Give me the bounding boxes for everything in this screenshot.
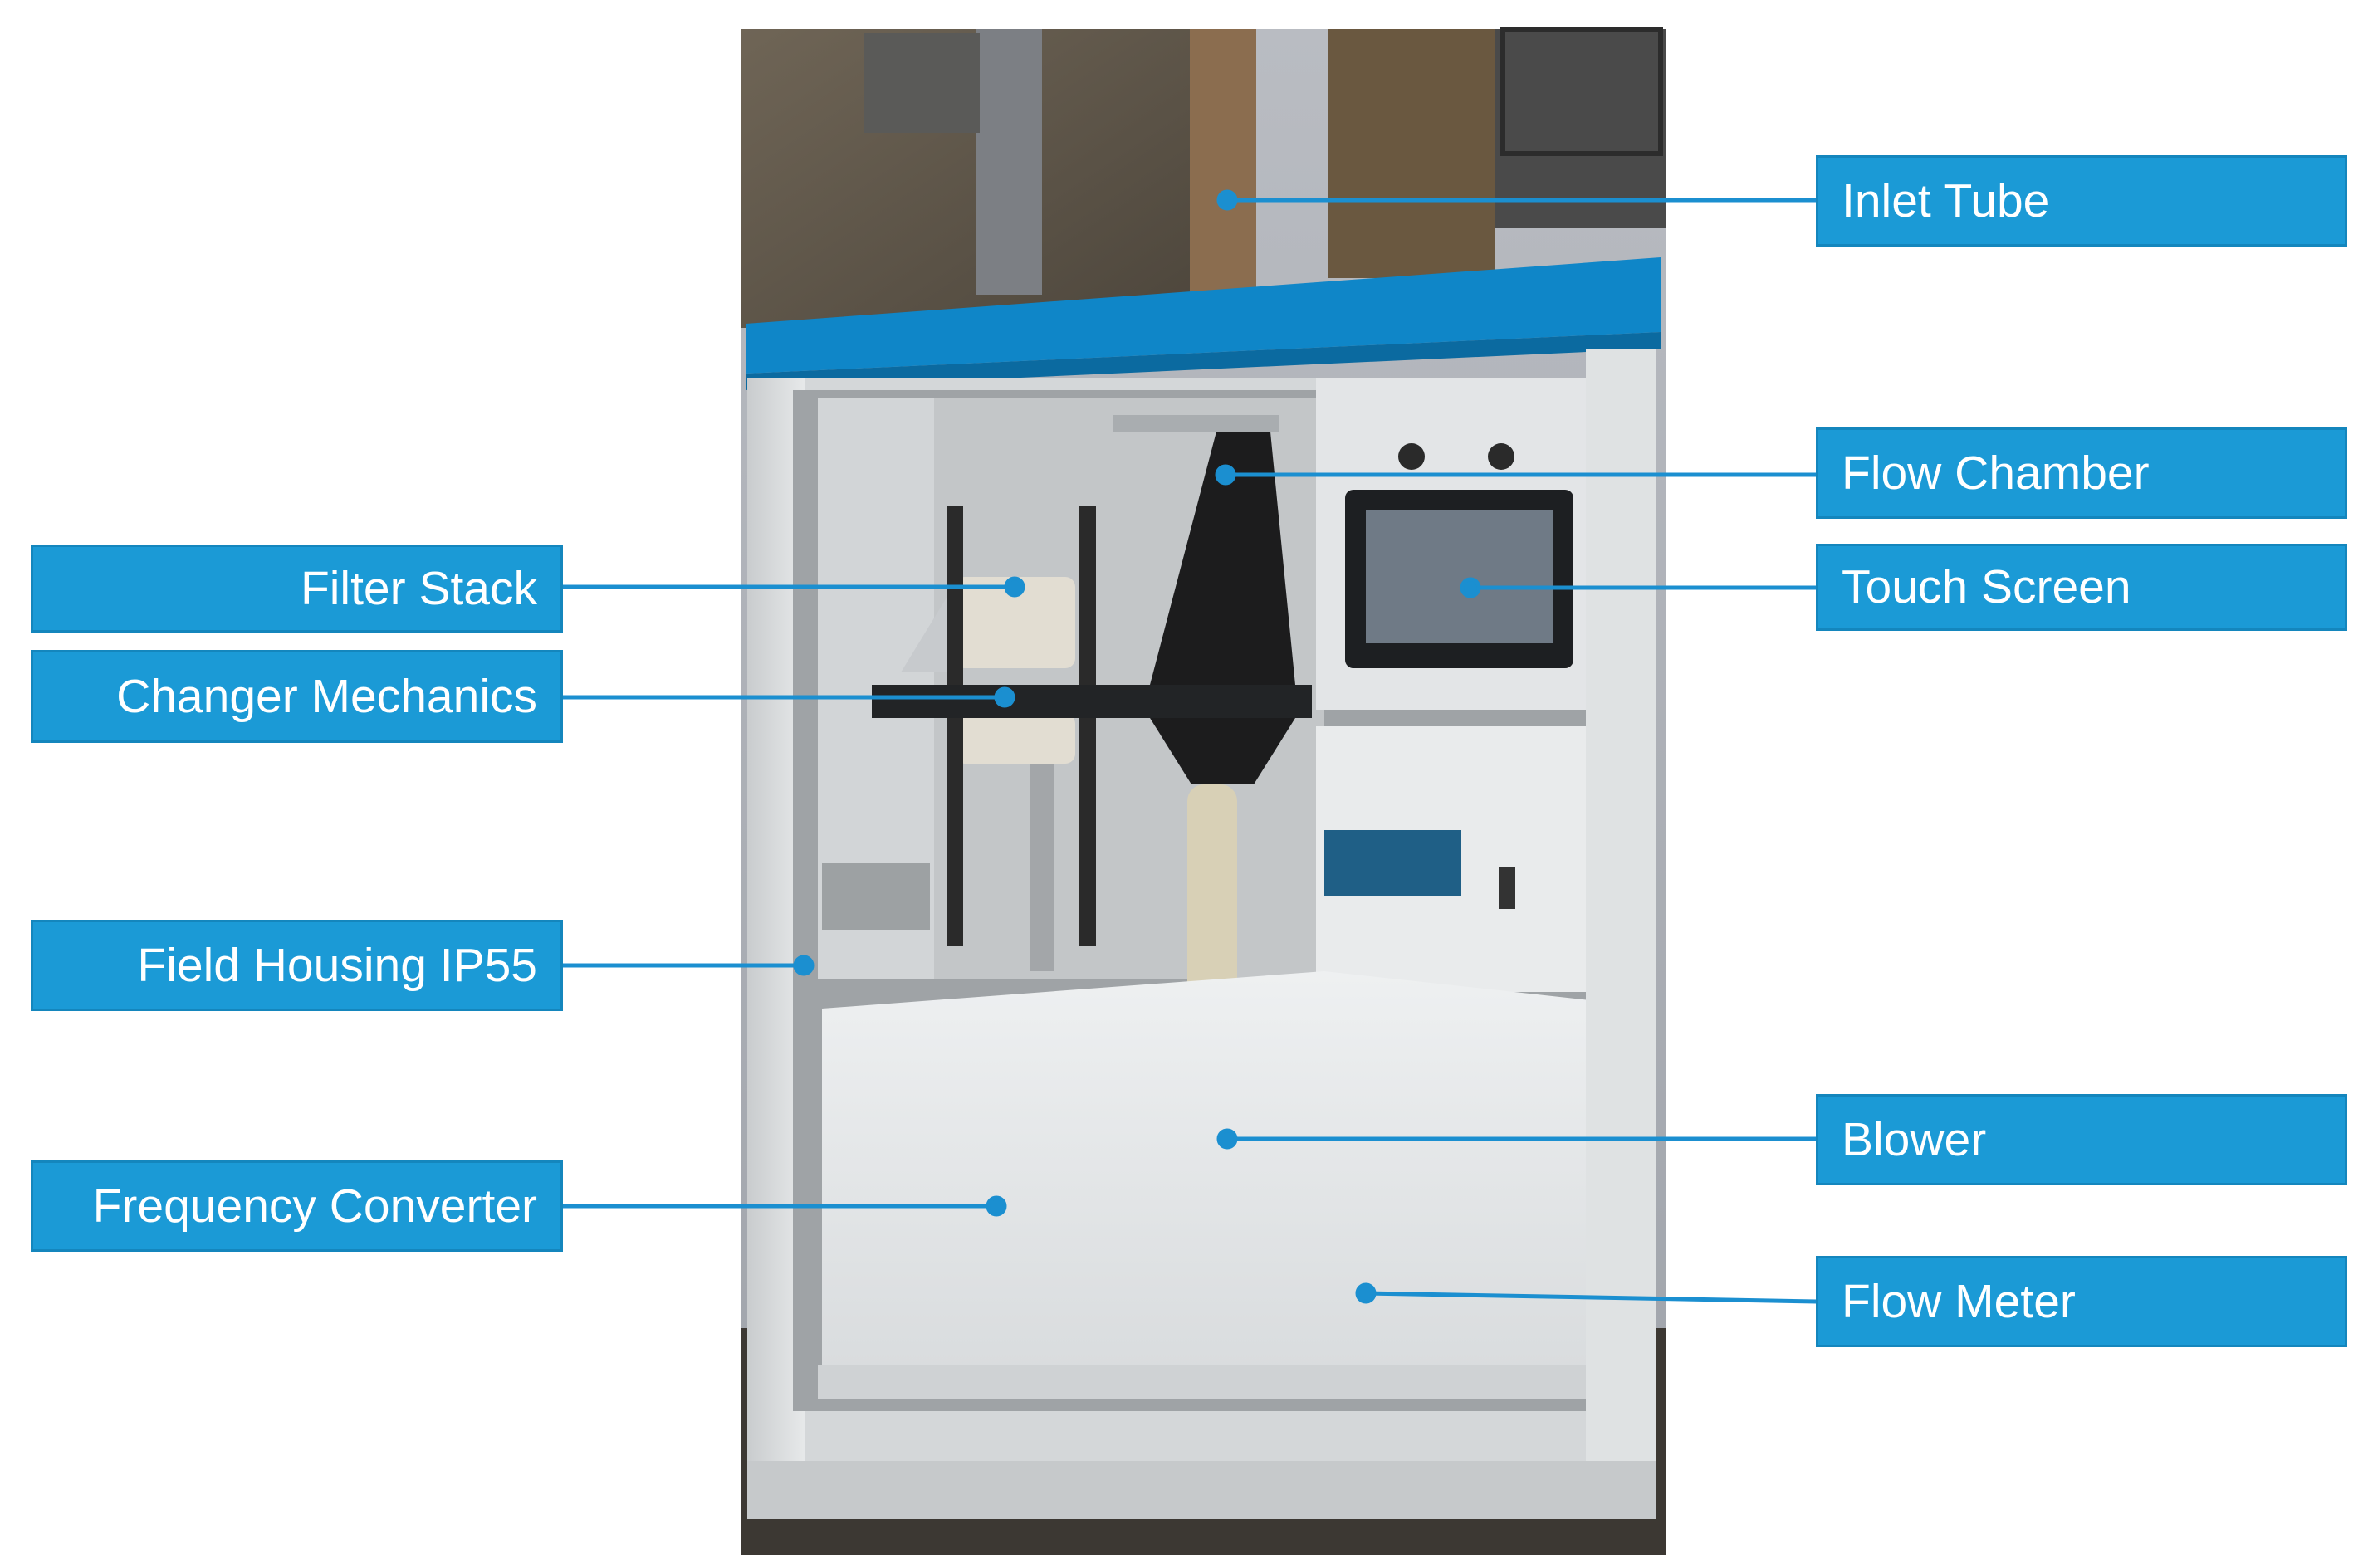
leader-dot-blower bbox=[1216, 1128, 1238, 1150]
leader-dot-flow-chamber bbox=[1215, 464, 1236, 486]
label-blower: Blower bbox=[1816, 1094, 2347, 1185]
label-frequency-converter: Frequency Converter bbox=[31, 1160, 563, 1252]
label-filter-stack: Filter Stack bbox=[31, 545, 563, 633]
label-field-housing: Field Housing IP55 bbox=[31, 920, 563, 1011]
cabinet-housing bbox=[746, 257, 1661, 1519]
leader-dot-field-housing bbox=[793, 955, 815, 976]
label-changer-mechanics: Changer Mechanics bbox=[31, 650, 563, 743]
filter-discs bbox=[947, 506, 1096, 946]
label-inlet-tube: Inlet Tube bbox=[1816, 155, 2347, 247]
leader-line-flow-meter bbox=[1365, 1291, 1818, 1304]
label-touch-screen: Touch Screen bbox=[1816, 544, 2347, 631]
leader-dot-touch-screen bbox=[1460, 577, 1481, 598]
leader-dot-frequency-converter bbox=[986, 1195, 1007, 1217]
leader-dot-flow-meter bbox=[1355, 1282, 1377, 1304]
leader-dot-changer-mechanics bbox=[994, 686, 1015, 708]
leader-dot-filter-stack bbox=[1004, 576, 1025, 598]
leader-dot-inlet-tube bbox=[1216, 189, 1238, 211]
label-flow-meter: Flow Meter bbox=[1816, 1256, 2347, 1347]
label-flow-chamber: Flow Chamber bbox=[1816, 427, 2347, 519]
